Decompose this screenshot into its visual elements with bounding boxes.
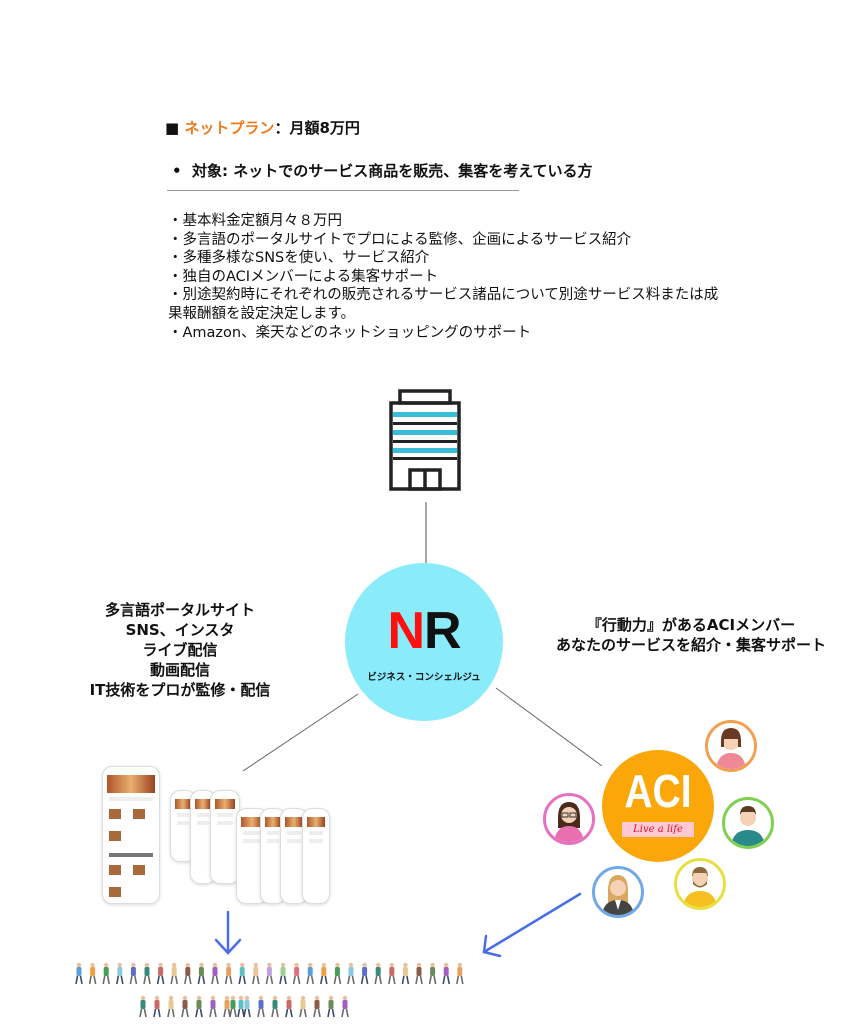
service-line: ライブ配信 — [142, 641, 218, 659]
person-figure — [129, 962, 138, 985]
person-figure — [139, 995, 147, 1018]
aci-line: 『行動力』があるACIメンバー — [586, 616, 796, 634]
plan-marker: ■ — [165, 119, 180, 137]
plan-name: ネットプラン — [184, 119, 275, 137]
person-figure — [88, 962, 97, 985]
person-figure — [237, 995, 245, 1018]
member-avatar-man-teal — [722, 797, 774, 849]
person-figure — [271, 995, 279, 1018]
person-figure — [299, 995, 307, 1018]
member-avatar-woman-striped — [705, 720, 757, 772]
person-figure — [442, 962, 450, 985]
person-figure — [333, 962, 342, 985]
person-figure — [156, 962, 165, 985]
person-figure — [265, 962, 274, 985]
person-figure — [211, 962, 219, 985]
person-figure — [388, 962, 396, 985]
portal-site-mockup — [302, 808, 330, 904]
person-figure — [306, 962, 314, 985]
portal-site-mockup — [210, 790, 240, 884]
person-figure — [341, 995, 349, 1018]
feature-item: ・Amazon、楽天などのネットショッピングのサポート — [168, 324, 532, 341]
aci-logo-circle: ACI Live a life — [602, 750, 714, 862]
person-figure — [347, 962, 355, 985]
person-figure — [257, 995, 265, 1018]
person-figure — [102, 962, 110, 985]
nr-logo-n: N — [387, 602, 425, 660]
person-figure — [195, 995, 203, 1018]
person-figure — [456, 962, 464, 985]
feature-item: ・多種多様なSNSを使い、サービス紹介 — [168, 250, 430, 267]
person-figure — [75, 962, 83, 985]
member-avatar-woman-blazer — [592, 866, 644, 918]
person-figure — [209, 995, 217, 1018]
nr-subtitle: ビジネス・コンシェルジュ — [367, 672, 481, 683]
crowd-of-people-illustration — [75, 962, 464, 1018]
plan-title: ■ ネットプラン：月額8万円 — [165, 117, 360, 138]
line-nr-to-sites — [242, 693, 359, 772]
person-figure — [313, 995, 321, 1018]
service-line: SNS、インスタ — [125, 621, 235, 639]
person-figure — [229, 995, 237, 1018]
target-bullet: • — [172, 162, 182, 180]
service-line: 動画配信 — [149, 661, 210, 679]
person-figure — [415, 962, 423, 985]
person-figure — [292, 962, 301, 985]
person-figure — [279, 962, 287, 985]
nr-logo: NR — [345, 605, 503, 657]
feature-item: ・多言語のポータルサイトでプロによる監修、企画によるサービス紹介 — [168, 231, 632, 248]
member-avatar-man-beard — [674, 858, 726, 910]
feature-item: 果報酬額を設定決定します。 — [168, 305, 356, 322]
plan-price: ：月額8万円 — [274, 119, 360, 137]
person-figure — [327, 995, 335, 1018]
person-figure — [116, 962, 124, 985]
person-figure — [285, 995, 293, 1018]
line-nr-to-aci — [495, 687, 603, 767]
person-figure — [252, 962, 260, 985]
person-figure — [243, 995, 251, 1018]
arrow-diagonal-icon — [482, 892, 582, 958]
arrow-down-icon — [214, 910, 242, 955]
target-text: 対象: ネットでのサービス商品を販売、集客を考えている方 — [192, 162, 593, 180]
person-figure — [197, 962, 206, 985]
feature-item: ・基本料金定額月々８万円 — [168, 213, 342, 229]
service-line: 多言語ポータルサイト — [104, 601, 255, 619]
member-avatar-woman-glasses — [543, 793, 595, 845]
person-figure — [170, 962, 178, 985]
nr-logo-r: R — [424, 602, 462, 660]
left-services-label: 多言語ポータルサイト SNS、インスタ ライブ配信 動画配信 IT技術をプロが監… — [40, 600, 320, 700]
feature-item: ・別途契約時にそれぞれの販売されるサービス諸品について別途サービス料または成 — [168, 287, 719, 304]
person-figure — [238, 962, 246, 985]
feature-list: ・基本料金定額月々８万円 ・多言語のポータルサイトでプロによる監修、企画によるサ… — [168, 212, 828, 342]
person-figure — [223, 995, 231, 1018]
service-line: IT技術をプロが監修・配信 — [89, 681, 271, 699]
aci-line: あなたのサービスを紹介・集客サポート — [555, 636, 826, 654]
person-figure — [374, 962, 382, 985]
person-figure — [181, 995, 189, 1018]
portal-site-mockup-main — [102, 766, 160, 904]
aci-title: ACI — [624, 765, 692, 817]
person-figure — [167, 995, 175, 1018]
person-figure — [401, 962, 410, 985]
office-building-icon — [389, 389, 461, 491]
aci-tagline: Live a life — [622, 822, 694, 837]
right-aci-label: 『行動力』があるACIメンバー あなたのサービスを紹介・集客サポート — [530, 615, 852, 655]
person-figure — [184, 962, 192, 985]
person-figure — [143, 962, 151, 985]
divider — [167, 190, 519, 191]
person-figure — [153, 995, 161, 1018]
person-figure — [224, 962, 233, 985]
person-figure — [360, 962, 369, 985]
person-figure — [428, 962, 437, 985]
target-audience: • 対象: ネットでのサービス商品を販売、集客を考えている方 — [172, 160, 593, 181]
person-figure — [320, 962, 328, 985]
nr-business-concierge-circle: NR ビジネス・コンシェルジュ — [345, 563, 503, 721]
feature-item: ・独自のACIメンバーによる集客サポート — [168, 268, 439, 285]
